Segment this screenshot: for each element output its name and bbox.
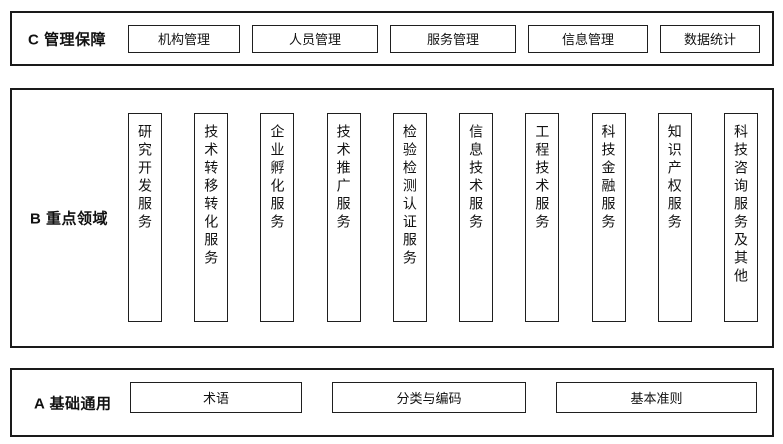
section-b-label: B 重点领域 [30,210,109,228]
section-a-label: A 基础通用 [34,395,112,412]
section-c-label: C 管理保障 [28,31,107,48]
management-box-label: 数据统计 [683,32,736,47]
section-key-areas: B 重点领域 研究开发服务 技术转移转化服务 企业孵化服务 技术推广服务 检验检… [10,88,774,348]
key-area-box-label: 知识产权服务 [666,124,683,232]
key-area-box-label: 检验检测认证服务 [401,124,418,268]
management-box-label: 信息管理 [561,32,614,47]
management-box: 机构管理 [128,24,240,53]
key-area-box-label: 科技金融服务 [600,124,617,232]
key-area-box-label: 企业孵化服务 [269,124,286,232]
management-box-label: 人员管理 [288,32,341,47]
key-area-box: 信息技术服务 [459,113,494,322]
section-management-support: C 管理保障 机构管理 人员管理 服务管理 信息管理 数据统计 [10,11,774,66]
management-box-row: 机构管理 人员管理 服务管理 信息管理 数据统计 [128,24,760,53]
management-box-label: 服务管理 [426,32,479,47]
key-area-box: 研究开发服务 [128,113,162,322]
basic-box-label: 基本准则 [630,391,683,406]
management-box: 信息管理 [528,24,648,53]
key-area-box: 科技咨询服务及其他 [723,113,758,322]
key-area-box: 技术转移转化服务 [194,113,229,322]
basic-box: 分类与编码 [332,382,526,413]
key-area-box: 检验检测认证服务 [392,113,427,322]
basic-box: 基本准则 [556,382,757,413]
key-area-box-label: 科技咨询服务及其他 [732,124,749,286]
basic-box-label: 分类与编码 [396,391,462,406]
basic-box-row: 术语 分类与编码 基本准则 [130,382,757,413]
key-area-box-label: 研究开发服务 [137,124,153,232]
management-box: 数据统计 [660,24,760,53]
management-box-label: 机构管理 [157,32,210,47]
key-area-box-label: 工程技术服务 [534,124,551,232]
key-area-box: 工程技术服务 [525,113,560,322]
key-area-box-label: 信息技术服务 [468,124,485,232]
key-area-box-label: 技术转移转化服务 [203,124,220,268]
management-box: 服务管理 [390,24,516,53]
key-area-box: 知识产权服务 [657,113,692,322]
basic-box: 术语 [130,382,302,413]
section-basic-common: A 基础通用 术语 分类与编码 基本准则 [10,368,774,437]
key-area-box: 企业孵化服务 [260,113,295,322]
key-area-box-row: 研究开发服务 技术转移转化服务 企业孵化服务 技术推广服务 检验检测认证服务 信… [128,113,758,322]
basic-box-label: 术语 [202,391,229,406]
key-area-box: 技术推广服务 [326,113,361,322]
key-area-box-label: 技术推广服务 [335,124,352,232]
key-area-box: 科技金融服务 [591,113,626,322]
management-box: 人员管理 [252,24,378,53]
